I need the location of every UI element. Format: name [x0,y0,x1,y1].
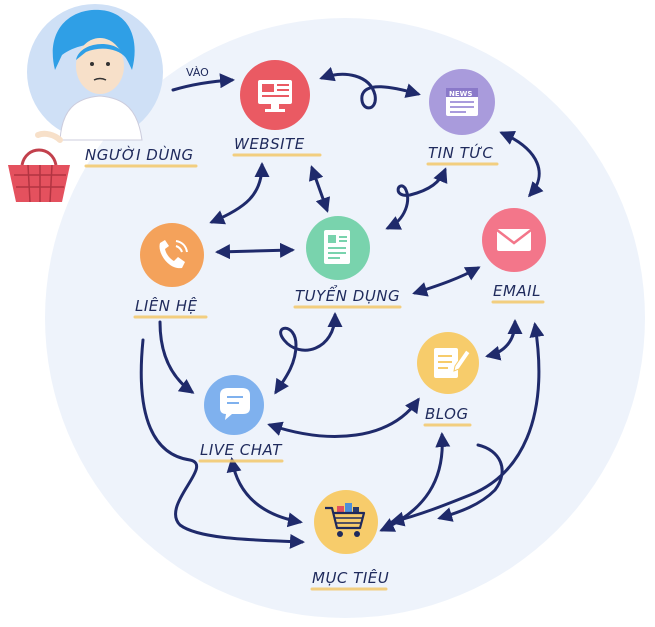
arrow-recruit-email [412,266,481,297]
news-badge: NEWS [449,90,472,98]
arrow-contact-recruit [215,242,295,260]
recruit-label: TUYỂN DỤNG [295,284,400,305]
document-icon [324,230,350,264]
recruit-node[interactable]: TUYỂN DỤNG [293,216,402,309]
email-label: EMAIL [493,282,541,300]
email-node[interactable]: EMAIL [482,208,546,304]
shopping-cart-icon [325,503,366,537]
goal-label: MỤC TIÊU [312,568,389,587]
website-label: WEBSITE [234,135,305,153]
enter-label: VÀO [186,66,209,79]
contact-label: LIÊN HỆ [135,296,198,315]
user-avatar-icon [27,4,163,143]
arrow-website-recruit [308,165,331,213]
chat-bubble-icon [220,388,250,420]
phone-icon [159,240,188,269]
contact-node[interactable]: LIÊN HỆ [133,223,208,319]
arrow-website-contact [209,162,270,225]
connection-arrows [139,66,545,549]
goal-node[interactable]: MỤC TIÊU [310,490,389,591]
blog-node[interactable]: BLOG [417,332,479,427]
arrow-email-goal [389,322,545,527]
envelope-icon [496,229,532,251]
livechat-label: LIVE CHAT [200,441,283,459]
website-node[interactable]: WEBSITE [232,60,322,157]
user-label: NGƯỜI DÙNG [85,145,194,164]
news-node[interactable]: NEWS TIN TỨC [426,69,499,166]
arrow-contact-goal [139,338,305,549]
arrow-news-email [499,131,544,198]
notepad-pencil-icon [434,348,471,378]
livechat-node[interactable]: LIVE CHAT [198,375,284,463]
arrow-livechat-goal [226,457,303,528]
arrow-recruit-livechat [274,312,343,395]
arrow-user-website [171,73,235,92]
blog-label: BLOG [425,405,469,423]
basket-icon [8,148,70,203]
arrow-contact-livechat [158,320,195,394]
news-label: TIN TỨC [428,143,493,162]
monitor-icon [258,80,292,112]
arrow-recruit-news [385,167,448,230]
arrow-website-news [319,66,421,110]
arrow-email-goal-2 [437,443,504,522]
newspaper-icon: NEWS [446,88,478,116]
